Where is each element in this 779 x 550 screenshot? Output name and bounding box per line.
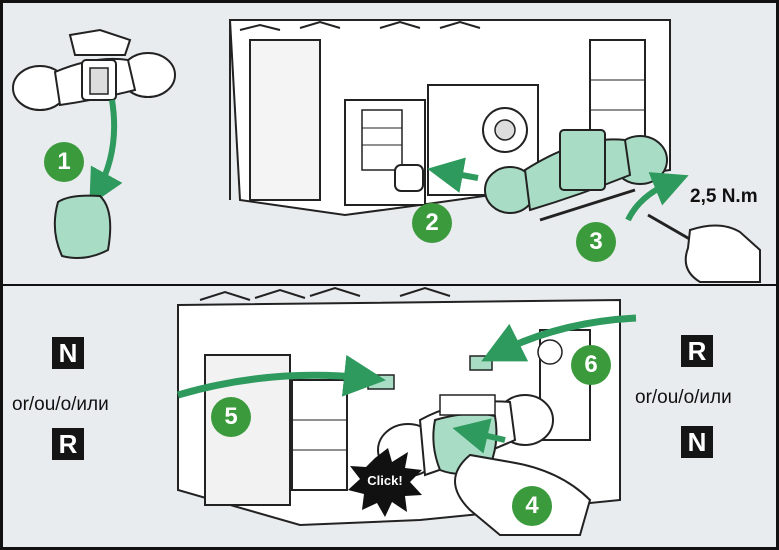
handle-mounted-top (484, 129, 668, 222)
step-3-badge: 3 (576, 222, 616, 262)
right-or-text: or/ou/o/или (635, 387, 732, 408)
left-or-text: or/ou/o/или (12, 394, 109, 415)
switch-top (228, 19, 671, 217)
right-top-box: R (681, 335, 713, 367)
click-text: Click! (367, 473, 402, 488)
left-top-box: N (52, 337, 84, 369)
torque-label: 2,5 N.m (690, 186, 758, 207)
arrow-step6 (481, 314, 637, 362)
step-5-badge: 5 (211, 397, 251, 437)
step-6-badge: 6 (571, 345, 611, 385)
arrow-step1 (89, 99, 123, 206)
cover-piece (53, 194, 112, 259)
arrow-step2 (427, 157, 479, 193)
arrow-step5 (177, 354, 386, 399)
arrow-step4 (452, 418, 506, 454)
section-divider (0, 284, 779, 286)
step-2-badge: 2 (412, 203, 452, 243)
screwdriver-hand (647, 213, 761, 283)
left-bottom-box: R (52, 428, 84, 460)
arrow-step3 (625, 172, 689, 222)
right-bottom-box: N (681, 426, 713, 458)
step-1-badge: 1 (44, 142, 84, 182)
handle-top-left (12, 28, 176, 111)
step-4-badge: 4 (512, 486, 552, 526)
click-burst (348, 448, 422, 517)
